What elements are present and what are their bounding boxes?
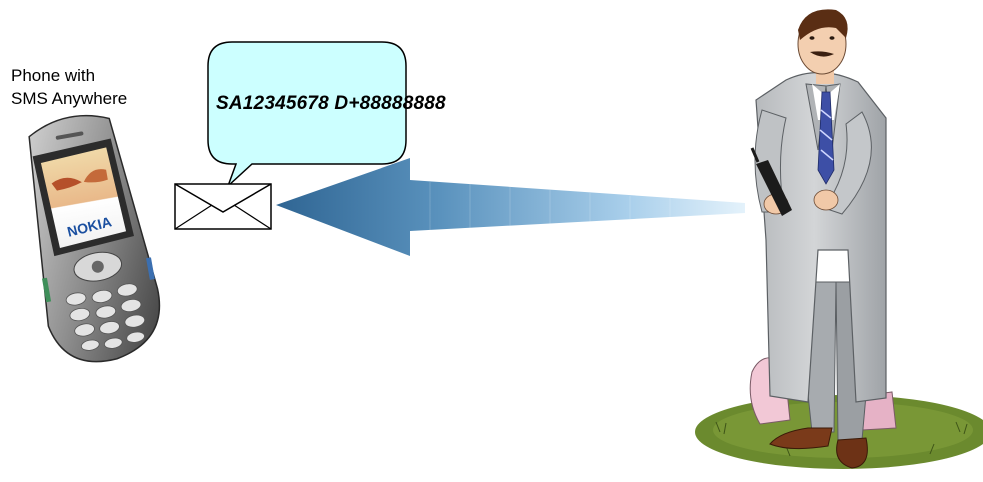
phone-caption-line2: SMS Anywhere [11, 89, 128, 108]
arrow-icon [276, 158, 745, 256]
envelope-icon [174, 183, 272, 230]
sms-message-text: SA12345678 D+88888888 [216, 93, 446, 114]
phone-icon: NOKIA [28, 114, 161, 363]
phone-caption: Phone with SMS Anywhere [11, 64, 127, 110]
businessman-figure [695, 9, 983, 469]
phone-caption-line1: Phone with [11, 66, 96, 85]
